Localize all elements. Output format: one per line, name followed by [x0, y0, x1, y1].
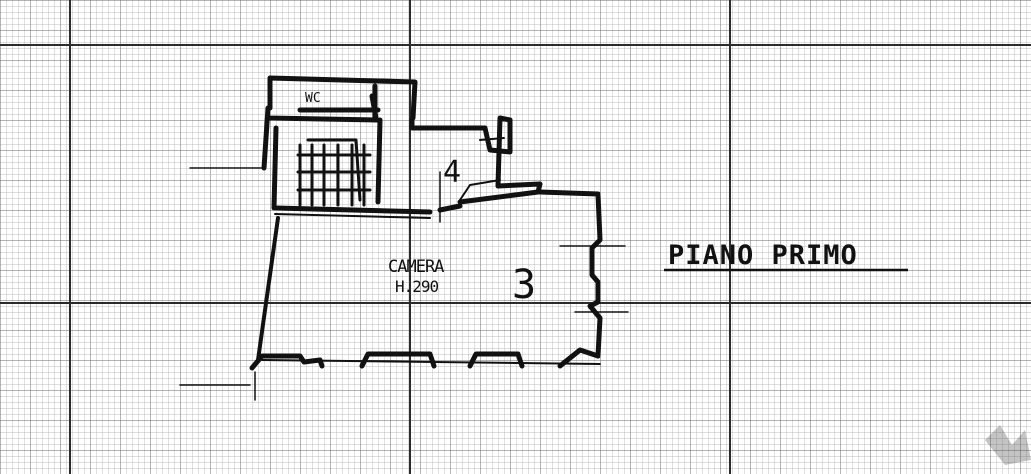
scan-artifact — [985, 425, 1031, 465]
stair-walls — [261, 105, 383, 211]
partition-thin — [274, 213, 431, 219]
floor-title: PIANO PRIMO — [668, 240, 858, 271]
room-4-walls — [409, 115, 543, 205]
staircase — [296, 138, 372, 207]
camera-west-wall — [256, 216, 280, 362]
camera-south-wall-thin — [261, 359, 601, 365]
camera-south-wall — [249, 347, 601, 371]
room-4-door-swing — [459, 137, 505, 201]
room-number-3: 3 — [512, 262, 536, 308]
room-height-label: H.290 — [395, 277, 439, 296]
partition-wall — [272, 203, 463, 215]
reference-lines — [179, 167, 629, 401]
room-number-4: 4 — [443, 155, 461, 190]
floor-plan — [179, 75, 629, 401]
room-name-label: CAMERA — [388, 257, 444, 277]
wc-block-walls — [267, 75, 418, 123]
wc-label: WC — [305, 91, 321, 106]
